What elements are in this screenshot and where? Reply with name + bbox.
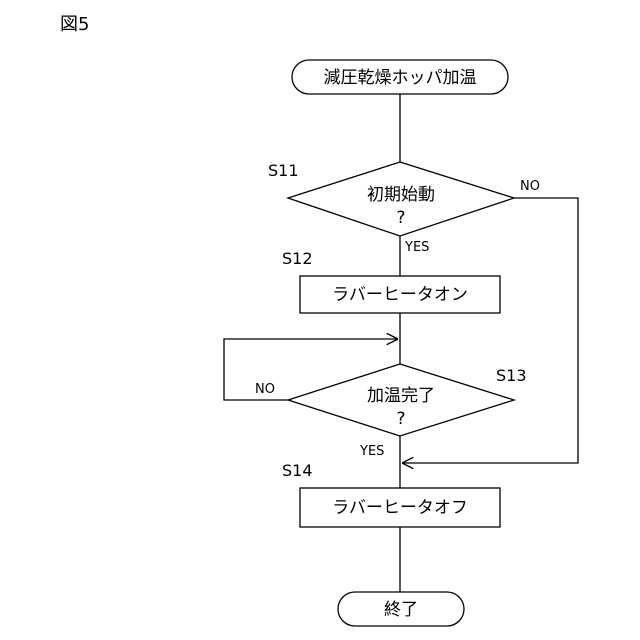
start-terminal: 減圧乾燥ホッパ加温 — [292, 60, 508, 94]
s13-yes-label: YES — [359, 444, 384, 459]
decision-s11-question: ? — [396, 208, 405, 228]
step-label-s14: S14 — [282, 461, 313, 480]
s11-no-label: NO — [520, 179, 540, 194]
process-s12-text: ラバーヒータオン — [332, 285, 468, 305]
decision-s11: 初期始動 ? — [288, 162, 514, 236]
step-label-s11: S11 — [268, 161, 299, 180]
decision-s13: 加温完了 ? — [288, 364, 514, 436]
step-label-s12: S12 — [282, 249, 313, 268]
step-label-s13: S13 — [496, 366, 527, 385]
end-text: 終了 — [384, 600, 418, 620]
start-text: 減圧乾燥ホッパ加温 — [324, 68, 477, 88]
decision-s13-text: 加温完了 — [367, 386, 435, 406]
decision-s11-text: 初期始動 — [367, 185, 435, 205]
process-s12: ラバーヒータオン — [300, 276, 500, 313]
decision-s13-question: ? — [396, 409, 405, 429]
s13-no-label: NO — [255, 382, 275, 397]
process-s14: ラバーヒータオフ — [300, 488, 500, 527]
s11-yes-label: YES — [404, 240, 429, 255]
process-s14-text: ラバーヒータオフ — [332, 498, 468, 518]
end-terminal: 終了 — [338, 592, 464, 626]
